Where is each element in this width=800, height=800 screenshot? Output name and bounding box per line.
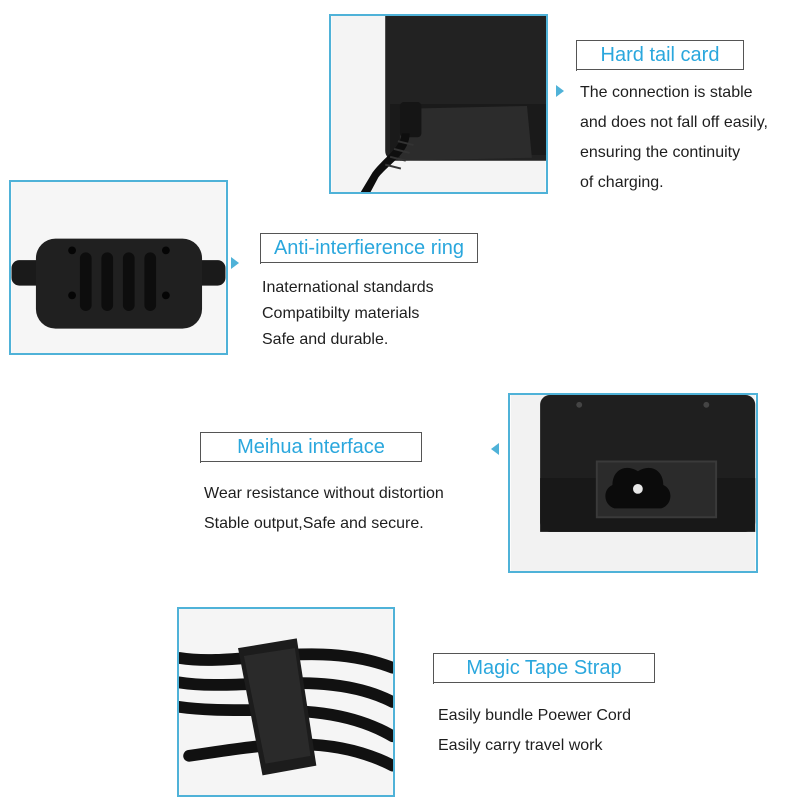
desc-line: Stable output,Safe and secure. [204, 515, 424, 532]
section-desc-hard-tail-card: The connection is stable and does not fa… [580, 78, 768, 198]
c5-socket-illustration [510, 395, 756, 571]
desc-line: The connection is stable [580, 84, 753, 101]
arrow-pointer-icon [231, 257, 239, 269]
cable-strap-illustration [179, 609, 393, 795]
desc-line: Safe and durable. [262, 331, 389, 348]
desc-line: Easily carry travel work [438, 737, 603, 754]
photo-hard-tail-card [329, 14, 548, 194]
desc-line: Inaternational standards [262, 279, 434, 296]
desc-line: of charging. [580, 174, 664, 191]
section-desc-magic-tape-strap: Easily bundle Poewer Cord Easily carry t… [438, 701, 631, 761]
desc-line: and does not fall off easily, [580, 114, 768, 131]
desc-line: Compatibilty materials [262, 305, 420, 322]
desc-line: Wear resistance without distortion [204, 485, 444, 502]
adapter-tail-illustration [331, 16, 546, 192]
section-title-hard-tail-card: Hard tail card [576, 40, 744, 71]
desc-line: Easily bundle Poewer Cord [438, 707, 631, 724]
section-title-meihua-interface: Meihua interface [200, 432, 422, 463]
section-title-anti-interference-ring: Anti-interfierence ring [260, 233, 478, 264]
arrow-pointer-icon [556, 85, 564, 97]
photo-anti-interference-ring [9, 180, 228, 355]
arrow-pointer-icon [491, 443, 499, 455]
section-title-magic-tape-strap: Magic Tape Strap [433, 653, 655, 684]
section-desc-anti-interference-ring: Inaternational standards Compatibilty ma… [262, 275, 434, 353]
section-desc-meihua-interface: Wear resistance without distortion Stabl… [204, 479, 444, 539]
photo-meihua-interface [508, 393, 758, 573]
desc-line: ensuring the continuity [580, 144, 741, 161]
photo-magic-tape-strap [177, 607, 395, 797]
ferrite-ring-illustration [11, 182, 226, 353]
